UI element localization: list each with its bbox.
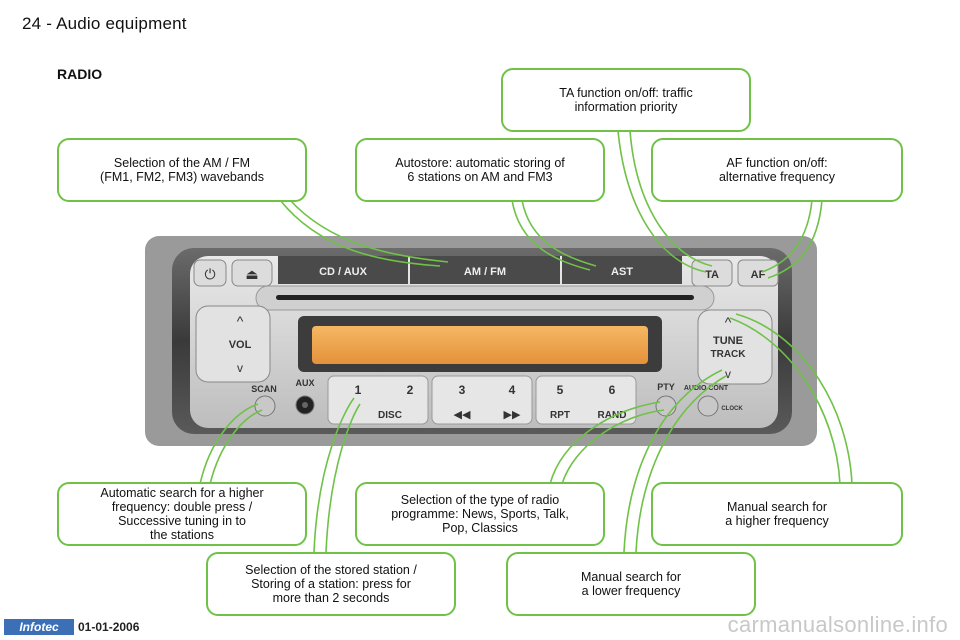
volume-rocker xyxy=(195,305,271,383)
callout-autostore: Autostore: automatic storing of 6 statio… xyxy=(355,138,605,202)
preset-4-label: 4 xyxy=(509,383,516,397)
ast-button xyxy=(562,256,682,284)
cd-aux-label: CD / AUX xyxy=(319,266,368,278)
am-fm-label: AM / FM xyxy=(464,266,506,278)
callout-af-function: AF function on/off: alternative frequenc… xyxy=(651,138,903,202)
rpt-label: RPT xyxy=(550,410,570,421)
eject-button xyxy=(231,259,273,287)
preset-2-label: 2 xyxy=(407,383,414,397)
cd-aux-button xyxy=(278,256,408,284)
infotec-badge: Infotec xyxy=(4,619,74,635)
scan-knob xyxy=(254,395,276,417)
clock-label: CLOCK xyxy=(721,406,743,412)
callout-tune-up: Manual search for a higher frequency xyxy=(651,482,903,546)
callout-presets: Selection of the stored station / Storin… xyxy=(206,552,456,616)
preset-6-label: 6 xyxy=(609,383,616,397)
aux-label: AUX xyxy=(295,378,314,388)
disc-label: DISC xyxy=(378,410,402,421)
ta-label: TA xyxy=(705,269,719,281)
pty-label: PTY xyxy=(657,382,675,392)
power-icon: ⏻ xyxy=(204,266,215,282)
footer-date: 01-01-2006 xyxy=(78,620,140,634)
ast-label: AST xyxy=(611,266,633,278)
tune-down-icon: v xyxy=(725,367,731,381)
callout-tune-down: Manual search for a lower frequency xyxy=(506,552,756,616)
pty-knob xyxy=(655,395,677,417)
watermark: carmanualsonline.info xyxy=(727,612,948,637)
power-button xyxy=(193,259,227,287)
audio-cont-knob xyxy=(697,395,719,417)
rand-label: RAND xyxy=(598,410,627,421)
page-header: 24 - Audio equipment xyxy=(22,14,187,33)
callout-scan: Automatic search for a higher frequency:… xyxy=(57,482,307,546)
tune-up-icon: ^ xyxy=(725,314,732,330)
af-button xyxy=(737,259,779,287)
tune-label: TUNE xyxy=(713,335,743,347)
preset-3-label: 3 xyxy=(459,383,466,397)
volume-down-icon: v xyxy=(237,361,243,375)
section-title: RADIO xyxy=(57,66,103,82)
preset-1-label: 1 xyxy=(355,383,362,397)
preset-5-label: 5 xyxy=(557,383,564,397)
volume-label: VOL xyxy=(229,339,252,351)
rewind-icon: ◀◀ xyxy=(454,409,471,421)
ta-button xyxy=(691,259,733,287)
preset-5-6-button xyxy=(535,375,637,425)
callout-ta-function: TA function on/off: traffic information … xyxy=(501,68,751,132)
fast-forward-icon: ▶▶ xyxy=(504,409,521,421)
preset-3-4-button xyxy=(431,375,533,425)
leader-lines xyxy=(199,130,853,553)
tune-track-rocker xyxy=(697,309,773,385)
track-label: TRACK xyxy=(711,349,747,360)
display-screen xyxy=(312,326,648,364)
volume-up-icon: ^ xyxy=(237,313,244,329)
callout-pty: Selection of the type of radio programme… xyxy=(355,482,605,546)
cd-slot xyxy=(276,295,694,300)
af-label: AF xyxy=(751,269,766,281)
scan-label: SCAN xyxy=(251,384,277,394)
callout-am-fm-selection: Selection of the AM / FM (FM1, FM2, FM3)… xyxy=(57,138,307,202)
preset-1-2-button xyxy=(327,375,429,425)
eject-icon: ⏏ xyxy=(245,266,258,282)
